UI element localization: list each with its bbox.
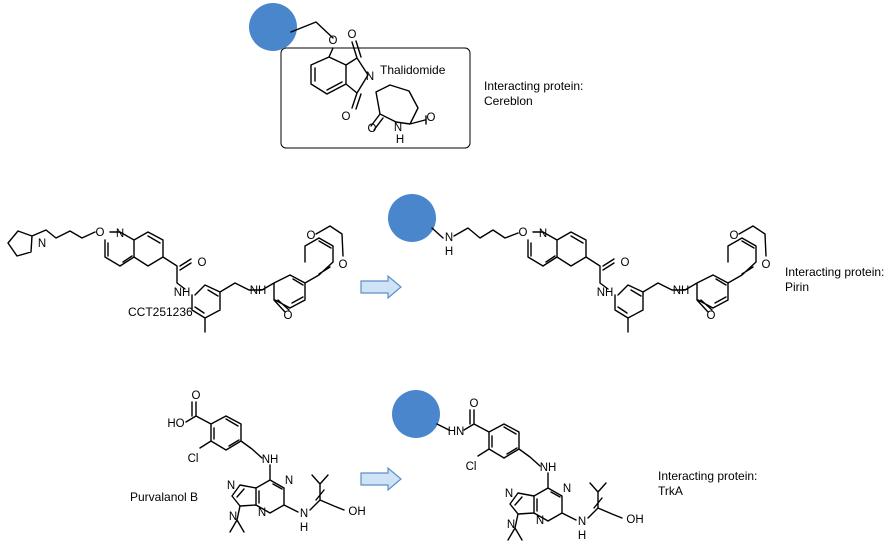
atom-o: O bbox=[707, 310, 716, 322]
atom-nh: NH bbox=[597, 287, 614, 299]
atom-o: O bbox=[342, 111, 351, 123]
cct251236-label: CCT251236 bbox=[128, 305, 193, 319]
atom-cl: Cl bbox=[466, 461, 477, 473]
atom-o: O bbox=[96, 227, 105, 239]
purvalanol-b-conjugate-structure: O HN Cl NH N N N N N H OH bbox=[392, 390, 644, 542]
atom-o: O bbox=[519, 227, 528, 239]
thalidomide-frame bbox=[280, 47, 471, 149]
atom-h: H bbox=[396, 134, 404, 146]
atom-n: N bbox=[366, 71, 374, 83]
thalidomide-label: Thalidomide bbox=[380, 63, 446, 77]
atom-h: H bbox=[445, 246, 453, 258]
atom-nh: NH bbox=[673, 285, 690, 297]
thalidomide-bonds bbox=[290, 21, 427, 131]
atom-h: H bbox=[300, 522, 308, 534]
arrow-row2 bbox=[360, 274, 402, 300]
atom-o: O bbox=[470, 398, 479, 410]
cct251236-conjugate-structure: N H O N O NH NH O O O bbox=[388, 194, 771, 333]
protein-label-pirin: Pirin bbox=[785, 280, 809, 294]
atom-hn: HN bbox=[448, 426, 465, 438]
protein-label-pirin-line1: Interacting protein: bbox=[785, 265, 884, 279]
bead-thalidomide bbox=[249, 3, 297, 51]
atom-n: N bbox=[445, 232, 453, 244]
atom-oh: OH bbox=[348, 506, 365, 518]
atom-nh: NH bbox=[174, 287, 191, 299]
atom-ho: HO bbox=[167, 418, 184, 430]
atom-nh: NH bbox=[250, 285, 267, 297]
purvalanol-b-bonds bbox=[185, 401, 345, 533]
atom-o: O bbox=[198, 257, 207, 269]
atom-n: N bbox=[116, 228, 124, 240]
atom-o: O bbox=[621, 257, 630, 269]
cct251236-conjugate-bonds bbox=[431, 225, 767, 333]
arrow-row3 bbox=[360, 466, 402, 492]
atom-oh: OH bbox=[626, 514, 643, 526]
atom-n: N bbox=[563, 483, 571, 495]
atom-nh: NH bbox=[262, 454, 279, 466]
bead-pirin bbox=[388, 194, 436, 242]
protein-label-cereblon-line1: Interacting protein: bbox=[484, 79, 583, 93]
atom-o: O bbox=[368, 123, 377, 135]
atom-n: N bbox=[38, 238, 46, 250]
atom-n: N bbox=[227, 480, 235, 492]
protein-label-cereblon: Cereblon bbox=[484, 94, 533, 108]
atom-o: O bbox=[192, 390, 201, 402]
atom-o: O bbox=[339, 259, 348, 271]
atom-o: O bbox=[307, 230, 316, 242]
purvalanol-b-structure: O HO Cl NH N N N N N H OH bbox=[167, 390, 365, 534]
atom-o: O bbox=[762, 259, 771, 271]
atom-o: O bbox=[427, 112, 436, 124]
atom-n: N bbox=[229, 511, 237, 523]
atom-cl: Cl bbox=[188, 453, 199, 465]
purvalanol-b-label: Purvalanol B bbox=[130, 490, 198, 504]
atom-n: N bbox=[539, 228, 547, 240]
dioxane-bonds bbox=[315, 225, 344, 257]
atom-o: O bbox=[730, 230, 739, 242]
cct251236-bonds bbox=[7, 229, 334, 333]
atom-n: N bbox=[300, 508, 308, 520]
atom-n: N bbox=[536, 515, 544, 527]
atom-n: N bbox=[394, 122, 402, 134]
atom-n: N bbox=[578, 516, 586, 528]
thalidomide-panel: O O N O O N H O Thalidomide bbox=[249, 3, 471, 149]
atom-n: N bbox=[285, 475, 293, 487]
atom-n: N bbox=[505, 488, 513, 500]
bead-trka bbox=[392, 390, 440, 438]
cct251236-structure: N O N O NH NH O O O bbox=[7, 225, 348, 333]
atom-o: O bbox=[348, 29, 357, 41]
atom-n: N bbox=[258, 507, 266, 519]
atom-nh: NH bbox=[540, 462, 557, 474]
atom-o: O bbox=[284, 310, 293, 322]
purvalanol-b-conjugate-bonds bbox=[436, 409, 623, 541]
atom-o: O bbox=[329, 35, 338, 47]
atom-h: H bbox=[578, 530, 586, 542]
atom-n: N bbox=[507, 519, 515, 531]
protein-label-trka: TrkA bbox=[658, 484, 683, 498]
protein-label-trka-line1: Interacting protein: bbox=[658, 469, 757, 483]
